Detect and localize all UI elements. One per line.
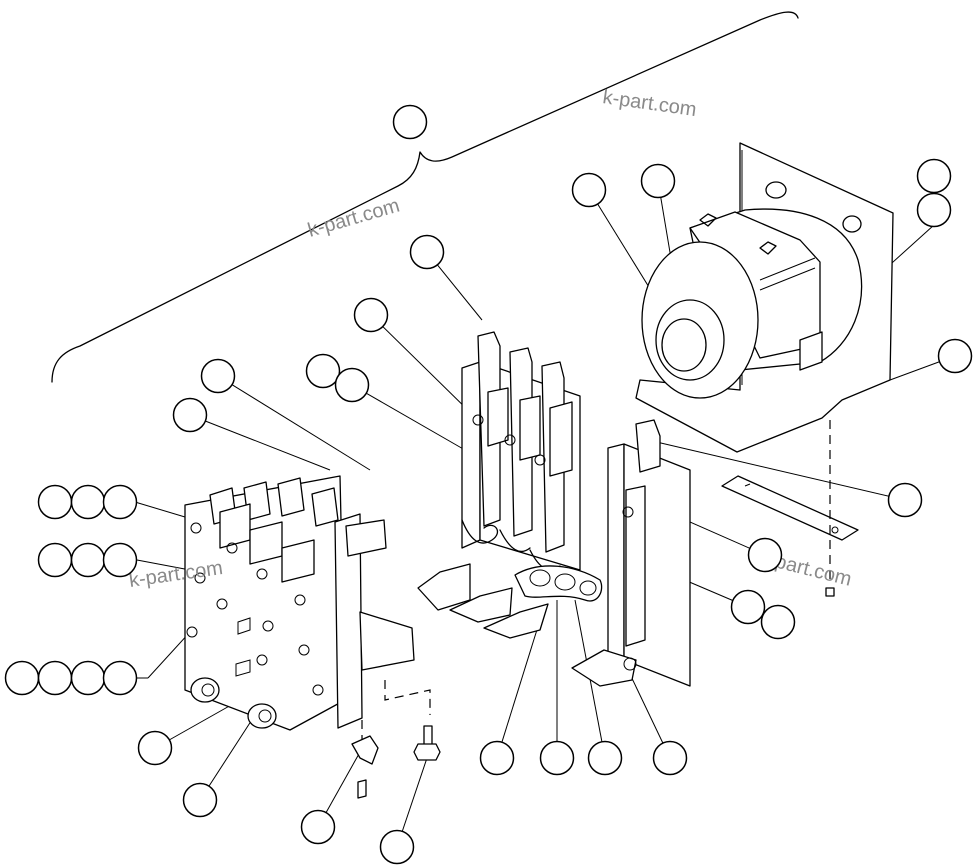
watermark-text: k-part.com xyxy=(601,86,698,121)
callout-bubble[interactable] xyxy=(392,104,428,140)
watermark-text: k-part.com xyxy=(305,195,402,242)
callout-bubble[interactable] xyxy=(102,484,138,520)
clip xyxy=(351,735,379,765)
callout-bubble[interactable] xyxy=(102,542,138,578)
callout-bubble[interactable] xyxy=(747,537,783,573)
callout-bubble[interactable] xyxy=(37,542,73,578)
callout-bubble[interactable] xyxy=(70,484,106,520)
contactor-assembly xyxy=(417,331,603,639)
callout-bubble[interactable] xyxy=(652,740,688,776)
callout-bubble[interactable] xyxy=(4,660,40,696)
shim-plate xyxy=(721,475,859,541)
assembly-brace xyxy=(51,11,799,383)
callout-bubble[interactable] xyxy=(587,740,623,776)
callout-bubble[interactable] xyxy=(916,158,952,194)
contact-arm-right xyxy=(571,419,691,687)
callout-bubble[interactable] xyxy=(353,297,389,333)
callout-bubble[interactable] xyxy=(937,338,973,374)
callout-bubble[interactable] xyxy=(916,192,952,228)
callout-bubble[interactable] xyxy=(539,740,575,776)
callout-bubble[interactable] xyxy=(200,358,236,394)
small-screw-right xyxy=(825,587,835,597)
hex-bolt xyxy=(413,725,441,761)
callout-bubble[interactable] xyxy=(70,542,106,578)
callout-bubble[interactable] xyxy=(305,353,341,389)
callout-bubble[interactable] xyxy=(70,660,106,696)
callout-bubble[interactable] xyxy=(37,660,73,696)
callout-bubble[interactable] xyxy=(334,367,370,403)
callout-bubble[interactable] xyxy=(172,397,208,433)
callout-bubble[interactable] xyxy=(730,589,766,625)
terminal-block xyxy=(184,475,415,731)
callout-bubble[interactable] xyxy=(760,604,796,640)
callout-bubble[interactable] xyxy=(887,482,923,518)
callout-bubble[interactable] xyxy=(409,234,445,270)
callout-bubble[interactable] xyxy=(379,829,415,865)
callout-bubble[interactable] xyxy=(37,484,73,520)
callout-bubble[interactable] xyxy=(182,782,218,818)
callout-bubble[interactable] xyxy=(102,660,138,696)
motor-assembly xyxy=(635,142,894,453)
callout-bubble[interactable] xyxy=(137,730,173,766)
small-screw-left xyxy=(357,779,367,799)
callout-bubble[interactable] xyxy=(571,172,607,208)
callout-bubble[interactable] xyxy=(640,163,676,199)
callout-bubble[interactable] xyxy=(479,740,515,776)
callout-bubble[interactable] xyxy=(300,809,336,845)
alignment-line-center xyxy=(384,680,431,715)
callout-group xyxy=(4,104,973,865)
